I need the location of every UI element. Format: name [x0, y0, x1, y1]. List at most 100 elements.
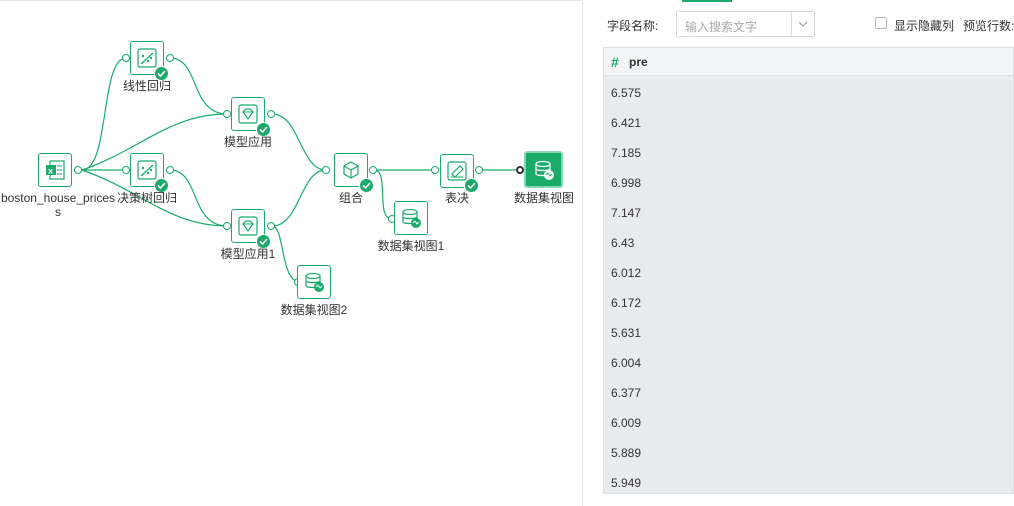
column-header-pre[interactable]: pre	[629, 55, 648, 69]
status-check-icon	[154, 66, 169, 81]
table-row: 5.949	[604, 468, 1013, 493]
flow-canvas[interactable]: x boston_house_prices s 线性回归 决策树回归	[0, 0, 582, 506]
search-placeholder: 输入搜索文字	[685, 20, 758, 34]
cell: 6.575	[611, 86, 642, 100]
vote-icon	[447, 161, 467, 181]
cell: 6.012	[611, 266, 642, 280]
node-dtree-in-port[interactable]	[122, 166, 130, 174]
cell: 6.43	[611, 236, 635, 250]
panel-divider[interactable]	[582, 0, 583, 506]
table-row: 6.998	[604, 168, 1013, 198]
combine-icon	[343, 161, 359, 179]
canvas-top-border	[0, 0, 582, 1]
node-view[interactable]	[524, 151, 563, 188]
node-apply1-in-port[interactable]	[223, 110, 231, 118]
edge-combine-view1	[373, 169, 393, 220]
field-name-label: 字段名称:	[607, 19, 659, 33]
dataset-view-icon	[534, 160, 554, 180]
edge-dtree-apply2	[169, 169, 228, 227]
grid-header[interactable]: # pre	[604, 48, 1013, 76]
table-row: 6.012	[604, 258, 1013, 288]
node-view2-label: 数据集视图2	[280, 303, 348, 317]
table-row: 5.889	[604, 438, 1013, 468]
cell: 6.377	[611, 386, 642, 400]
node-combine-in-port[interactable]	[322, 166, 330, 174]
node-dtree-label: 决策树回归	[116, 191, 177, 205]
node-apply2-out-port[interactable]	[267, 222, 275, 230]
cell: 6.009	[611, 416, 642, 430]
node-view1-label: 数据集视图1	[377, 239, 445, 253]
status-check-icon	[256, 122, 271, 137]
node-apply1-out-port[interactable]	[267, 110, 275, 118]
table-row: 6.575	[604, 78, 1013, 108]
table-row: 6.004	[604, 348, 1013, 378]
cell: 6.421	[611, 116, 642, 130]
cell: 6.998	[611, 176, 642, 190]
table-row: 6.43	[604, 228, 1013, 258]
status-check-icon	[464, 178, 479, 193]
node-view1[interactable]	[394, 201, 428, 235]
show-hidden-checkbox[interactable]	[875, 17, 887, 29]
node-vote-in-port[interactable]	[431, 166, 439, 174]
node-boston-label: boston_house_prices	[0, 191, 116, 205]
field-search-combobox[interactable]: 输入搜索文字	[676, 11, 815, 37]
node-vote-out-port[interactable]	[475, 166, 483, 174]
node-apply2[interactable]	[231, 209, 265, 243]
edge-boston-linreg	[81, 57, 127, 171]
status-check-icon	[256, 234, 271, 249]
model-apply-icon	[238, 104, 258, 124]
node-boston-label-wrap: s	[55, 205, 61, 219]
cell: 6.004	[611, 356, 642, 370]
node-vote-label: 表决	[444, 191, 469, 205]
node-boston[interactable]: x	[38, 153, 72, 187]
node-combine-label: 组合	[338, 191, 363, 205]
preview-grid[interactable]: # pre 6.575 6.421 7.185 6.998 7.147 6.43…	[603, 47, 1014, 494]
edge-apply1-combine	[271, 113, 327, 171]
table-row: 5.631	[604, 318, 1013, 348]
svg-text:x: x	[48, 167, 54, 176]
table-row: 6.172	[604, 288, 1013, 318]
edge-apply2-combine	[271, 169, 327, 227]
numeric-type-icon: #	[611, 54, 619, 70]
preview-rows-label: 预览行数:	[963, 19, 1014, 33]
node-apply2-label: 模型应用1	[220, 247, 276, 261]
cell: 7.147	[611, 206, 642, 220]
show-hidden-label: 显示隐藏列	[894, 19, 955, 33]
regression-icon	[137, 160, 157, 180]
node-view2[interactable]	[297, 265, 331, 299]
table-row: 7.185	[604, 138, 1013, 168]
edge-boston-apply1	[81, 113, 228, 171]
node-dtree-out-port[interactable]	[166, 166, 174, 174]
active-tab-indicator	[682, 0, 732, 2]
node-view-label: 数据集视图	[513, 191, 574, 205]
node-linreg-out-port[interactable]	[166, 54, 174, 62]
status-check-icon	[359, 178, 374, 193]
cell: 5.631	[611, 326, 642, 340]
model-apply-icon	[238, 216, 258, 236]
node-combine-out-port[interactable]	[369, 166, 377, 174]
cell: 7.185	[611, 146, 642, 160]
cell: 5.949	[611, 476, 642, 490]
cell: 5.889	[611, 446, 642, 460]
chevron-down-icon[interactable]	[791, 12, 814, 36]
excel-file-icon: x	[46, 160, 65, 180]
flow-edges	[81, 57, 516, 283]
node-linreg-label: 线性回归	[122, 79, 171, 93]
status-check-icon	[154, 178, 169, 193]
node-view-in-port[interactable]	[516, 166, 524, 174]
table-row: 6.377	[604, 378, 1013, 408]
dataset-view-icon	[402, 208, 421, 228]
dataset-view-icon	[305, 272, 324, 292]
cell: 6.172	[611, 296, 642, 310]
data-preview-panel: 字段名称: 输入搜索文字 显示隐藏列 预览行数: # pre 6.575 6.4…	[583, 0, 1014, 506]
edge-boston-apply2	[81, 169, 228, 227]
node-boston-out-port[interactable]	[74, 166, 82, 174]
regression-icon	[137, 48, 157, 68]
table-row: 7.147	[604, 198, 1013, 228]
node-apply2-in-port[interactable]	[223, 222, 231, 230]
table-row: 6.009	[604, 408, 1013, 438]
node-linreg-in-port[interactable]	[122, 54, 130, 62]
table-row: 6.421	[604, 108, 1013, 138]
node-apply1-label: 模型应用	[223, 135, 272, 149]
edge-linreg-apply1	[169, 57, 228, 115]
